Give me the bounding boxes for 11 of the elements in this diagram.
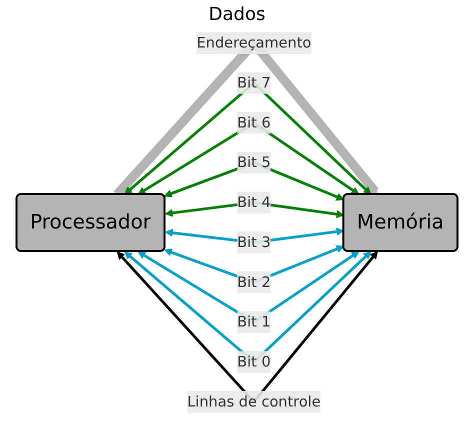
edge-label: Bit 4: [237, 194, 271, 211]
edge-label: Bit 6: [237, 114, 271, 131]
bus-label: Dados: [208, 4, 266, 25]
edge-label: Bit 3: [237, 233, 271, 251]
edge-label: Bit 2: [237, 273, 271, 290]
edge-label: Bit 0: [237, 352, 271, 370]
edge-label: Bit 5: [237, 154, 271, 171]
edge-label: Bit 1: [237, 313, 271, 330]
edge-label: Endereçamento: [196, 34, 312, 52]
edge-label: Linhas de controle: [187, 392, 321, 410]
edge-label: Bit 7: [237, 74, 271, 92]
